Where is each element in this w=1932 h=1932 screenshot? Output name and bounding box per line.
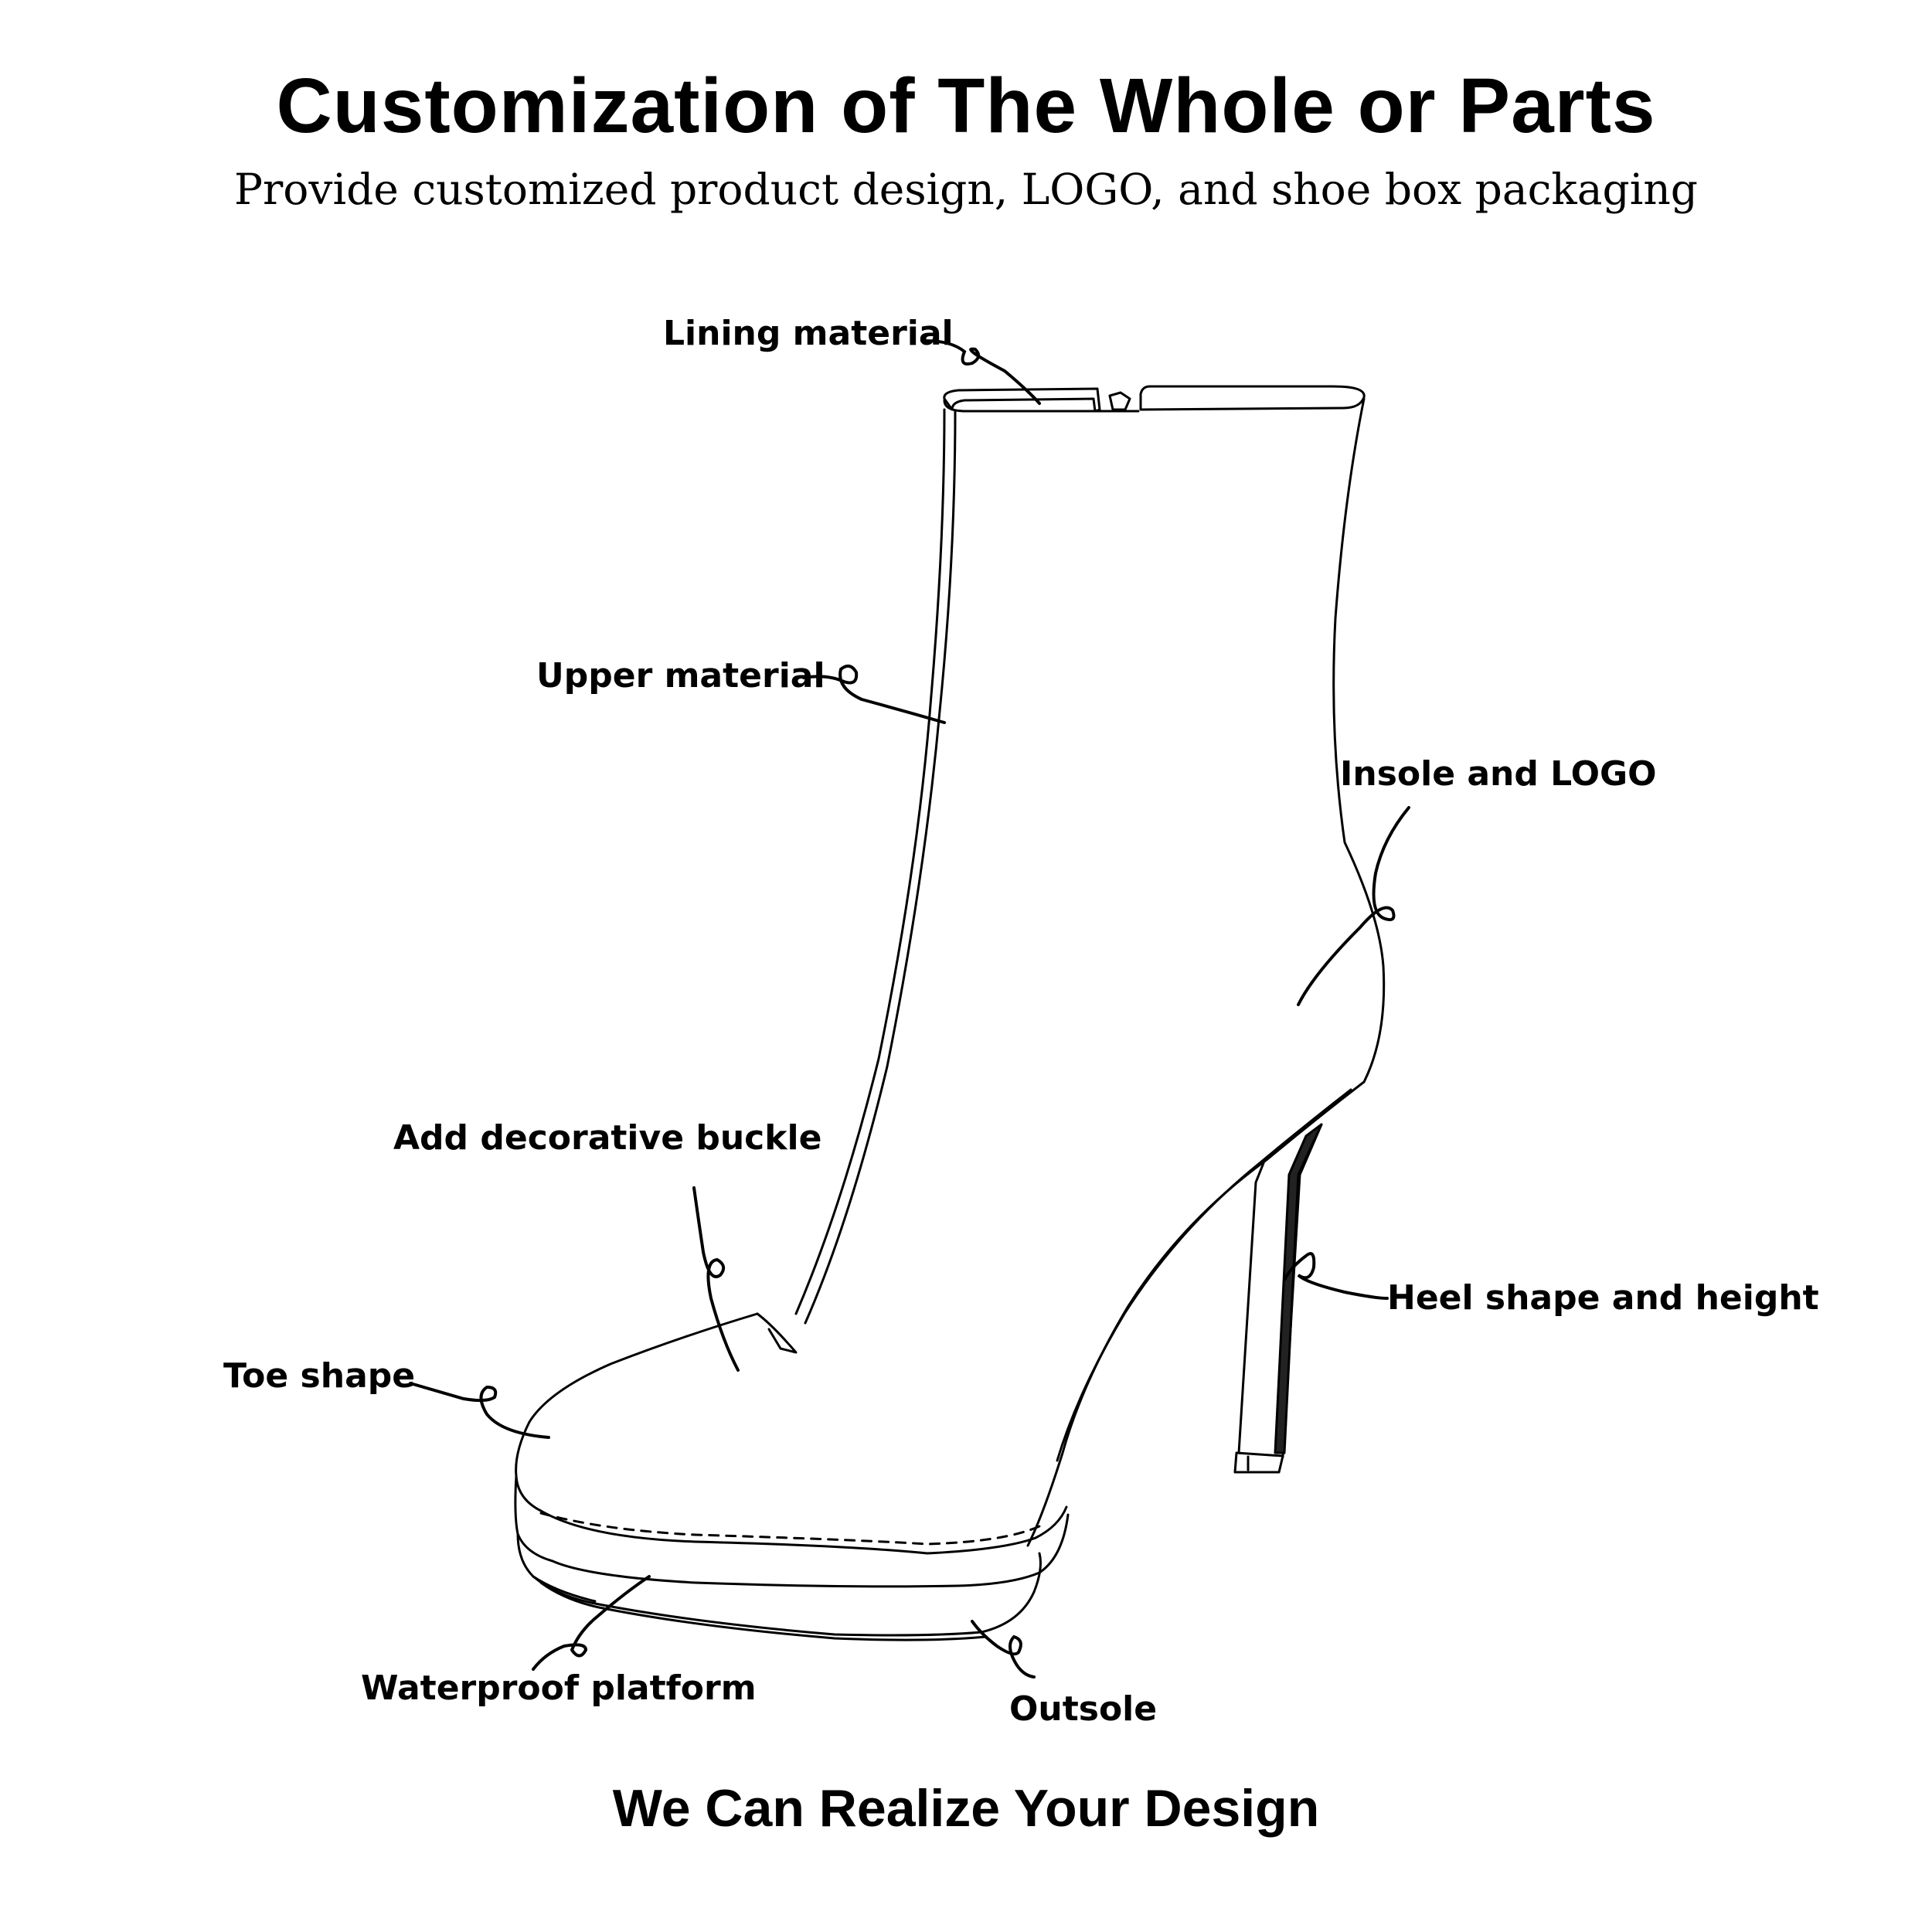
boot-shaft-front-inner (804, 410, 957, 1325)
callout-waterproof-platform: Waterproof platform (361, 1668, 757, 1708)
boot-heel-tip (1233, 1451, 1284, 1474)
boot-heel-counter-inner (1056, 1088, 1352, 1462)
boot-outsole (532, 1552, 1042, 1637)
leader-platform (532, 1575, 651, 1671)
leader-heel (1284, 1252, 1389, 1300)
boot-collar (943, 387, 1101, 413)
callout-decorative-buckle: Add decorative buckle (393, 1118, 822, 1158)
zipper-pull (1108, 391, 1131, 411)
callout-heel-shape: Heel shape and height (1387, 1278, 1819, 1318)
boot-shaft-front (794, 408, 946, 1315)
boot-shaft-back (1332, 397, 1386, 1083)
boot-welt-dashed (539, 1512, 1041, 1546)
callout-toe-shape: Toe shape (223, 1356, 416, 1396)
leader-upper (802, 664, 946, 724)
callout-outsole: Outsole (1009, 1689, 1158, 1729)
boot-heel-left (1237, 1162, 1265, 1454)
page-subtitle: Provide customized product design, LOGO,… (234, 165, 1698, 214)
boot-outsole-inner (539, 1581, 987, 1641)
leader-buckle (692, 1186, 740, 1372)
boot-platform-side (514, 1475, 1070, 1588)
leader-toe (409, 1382, 550, 1439)
boot-collar-rim (943, 399, 1140, 413)
boot-outline (514, 385, 1386, 1641)
leader-lining (920, 338, 1041, 405)
footer-tagline: We Can Realize Your Design (612, 1779, 1320, 1838)
boot-heel-counter (1026, 1080, 1366, 1547)
boot-platform-top (515, 1475, 1068, 1555)
callout-lining-material: Lining material (663, 314, 954, 353)
page-title: Customization of The Whole or Parts (276, 63, 1656, 149)
leader-outsole (971, 1620, 1036, 1679)
leader-insole (1297, 806, 1410, 1006)
boot-vamp-edge (756, 1312, 798, 1354)
callout-upper-material: Upper material (536, 656, 825, 696)
boot-toe-top (515, 1312, 759, 1478)
callout-leaders (409, 338, 1410, 1679)
callout-insole-logo: Insole and LOGO (1340, 754, 1657, 794)
boot-heel-fill (1274, 1123, 1323, 1454)
boot-collar-back (1139, 385, 1366, 411)
